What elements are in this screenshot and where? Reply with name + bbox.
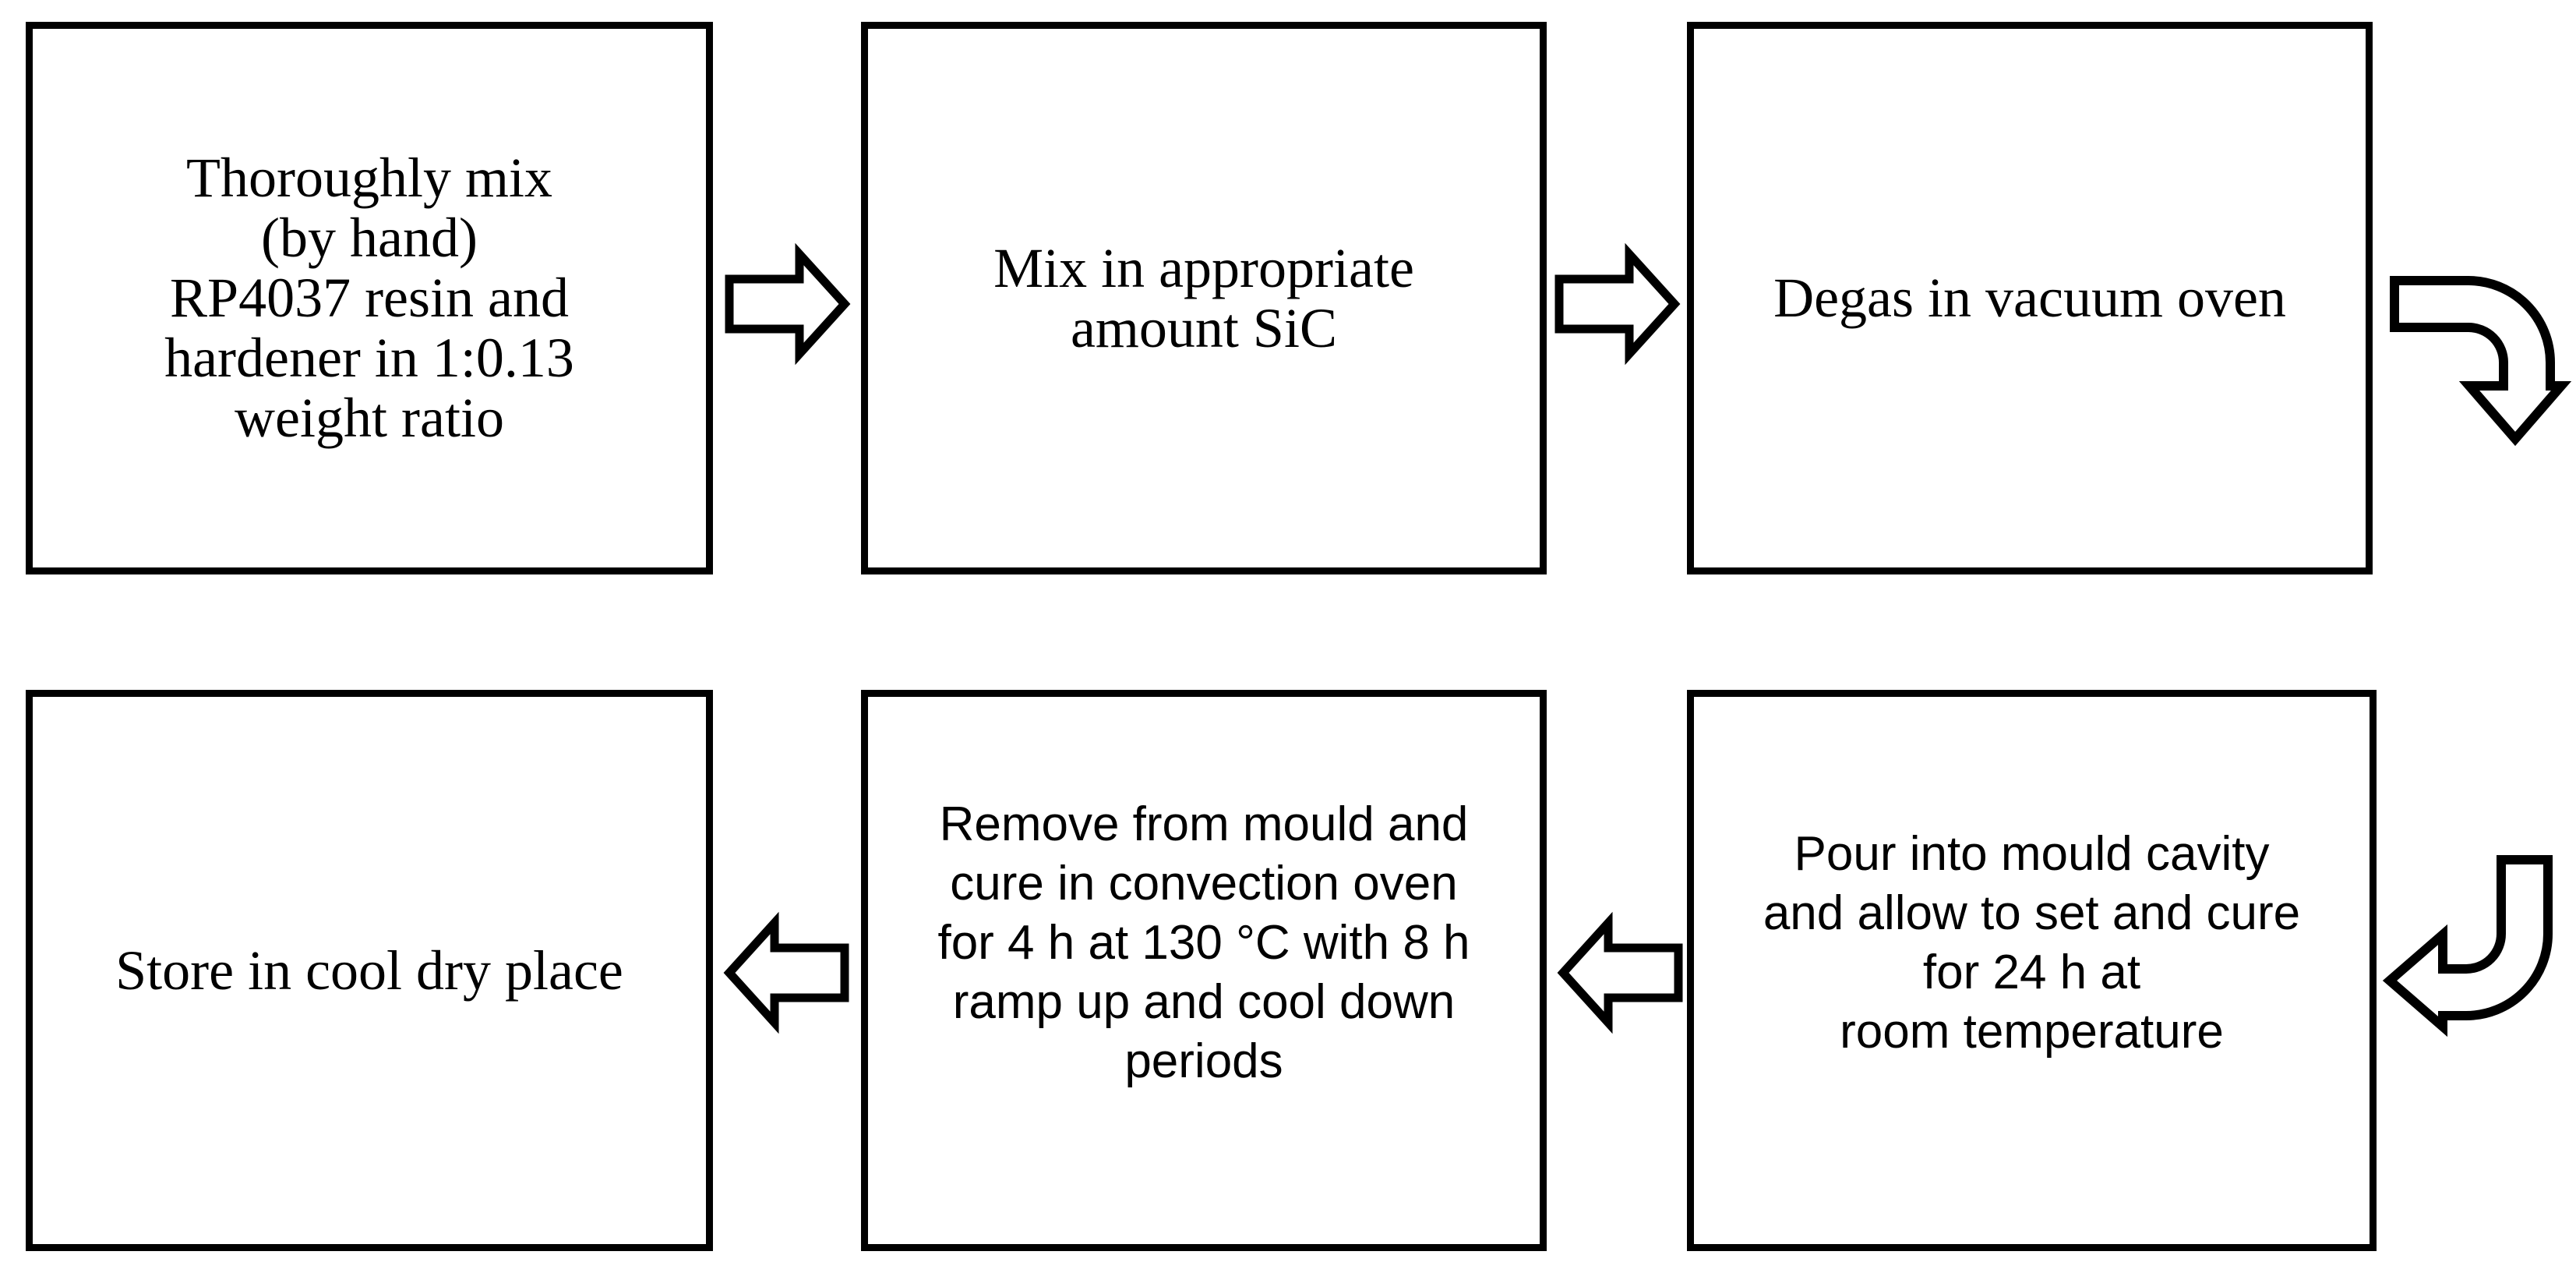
step-box-degas: Degas in vacuum oven [1687,22,2373,574]
step-text: Degas in vacuum oven [1773,267,2286,329]
curved-down-block-arrow-icon [2390,276,2572,447]
step-box-cure-oven: Remove from mould and cure in convection… [861,690,1547,1251]
step-box-mix-resin: Thoroughly mix (by hand) RP4037 resin an… [26,22,713,574]
step-box-pour-mould: Pour into mould cavity and allow to set … [1687,690,2377,1251]
curved-left-block-arrow-icon [2382,855,2553,1038]
left-block-arrow-icon [723,911,849,1034]
left-block-arrow-icon [1557,911,1683,1034]
step-text: Mix in appropriate amount SiC [993,236,1414,359]
step-box-mix-sic: Mix in appropriate amount SiC [861,22,1547,574]
step-text: Thoroughly mix (by hand) RP4037 resin an… [164,147,574,449]
right-block-arrow-icon [725,242,851,366]
step-box-store: Store in cool dry place [26,690,713,1251]
step-text: Store in cool dry place [115,939,623,1002]
right-block-arrow-icon [1554,242,1681,366]
step-text: Remove from mould and cure in convection… [937,797,1470,1088]
step-text: Pour into mould cavity and allow to set … [1763,827,2301,1059]
